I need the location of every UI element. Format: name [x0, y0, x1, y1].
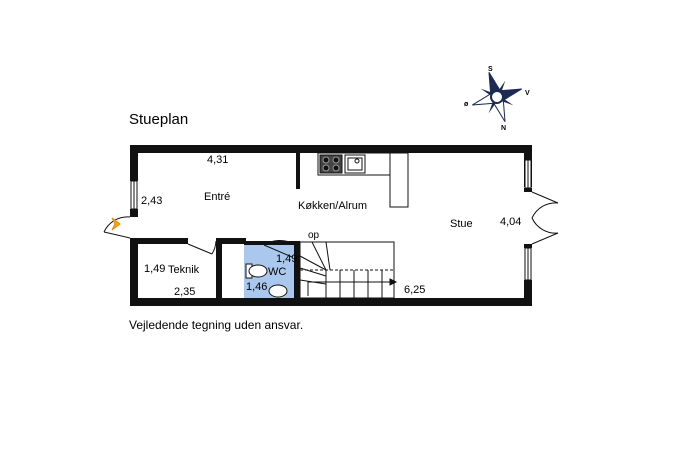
wc-door: [263, 239, 295, 258]
room-label-stue: Stue: [450, 218, 473, 230]
windows: [130, 159, 532, 281]
compass-north-label: N: [501, 125, 506, 132]
dim-entre-width: 4,31: [207, 154, 228, 166]
compass-east-label: V: [525, 90, 530, 97]
dim-wc-depth: 1,46: [246, 281, 267, 293]
wc-fixtures: [245, 263, 288, 298]
stairs: [299, 241, 398, 299]
terrace-door: [524, 191, 559, 245]
disclaimer-text: Vejledende tegning uden ansvar.: [129, 318, 304, 332]
dim-entre-depth: 2,43: [141, 195, 162, 207]
dim-stue-width: 6,25: [404, 284, 425, 296]
room-label-kokken: Køkken/Alrum: [298, 200, 367, 212]
interior-walls: [138, 153, 300, 298]
dim-teknik-depth: 1,49: [144, 263, 165, 275]
compass-west-label: ø: [464, 101, 469, 108]
teknik-door: [187, 240, 217, 255]
compass-rose-icon: [472, 72, 522, 122]
page-title: Stueplan: [129, 111, 189, 128]
dim-stue-depth: 4,04: [500, 216, 521, 228]
stair-label: op: [308, 230, 320, 241]
entrance-arrow-icon: [111, 217, 121, 231]
room-label-teknik: Teknik: [168, 264, 200, 276]
entrance-door: [103, 216, 131, 239]
wc-sink: [268, 284, 288, 298]
compass-south-label: S: [488, 66, 493, 73]
cooktop-icon: [319, 154, 343, 174]
room-label-entre: Entré: [204, 191, 230, 203]
dim-wc-width: 1,49: [276, 253, 297, 265]
toilet-bowl: [248, 264, 268, 278]
kitchen-sink-icon: [344, 154, 366, 174]
dim-teknik-width: 2,35: [174, 286, 195, 298]
room-label-wc: WC: [268, 266, 286, 278]
